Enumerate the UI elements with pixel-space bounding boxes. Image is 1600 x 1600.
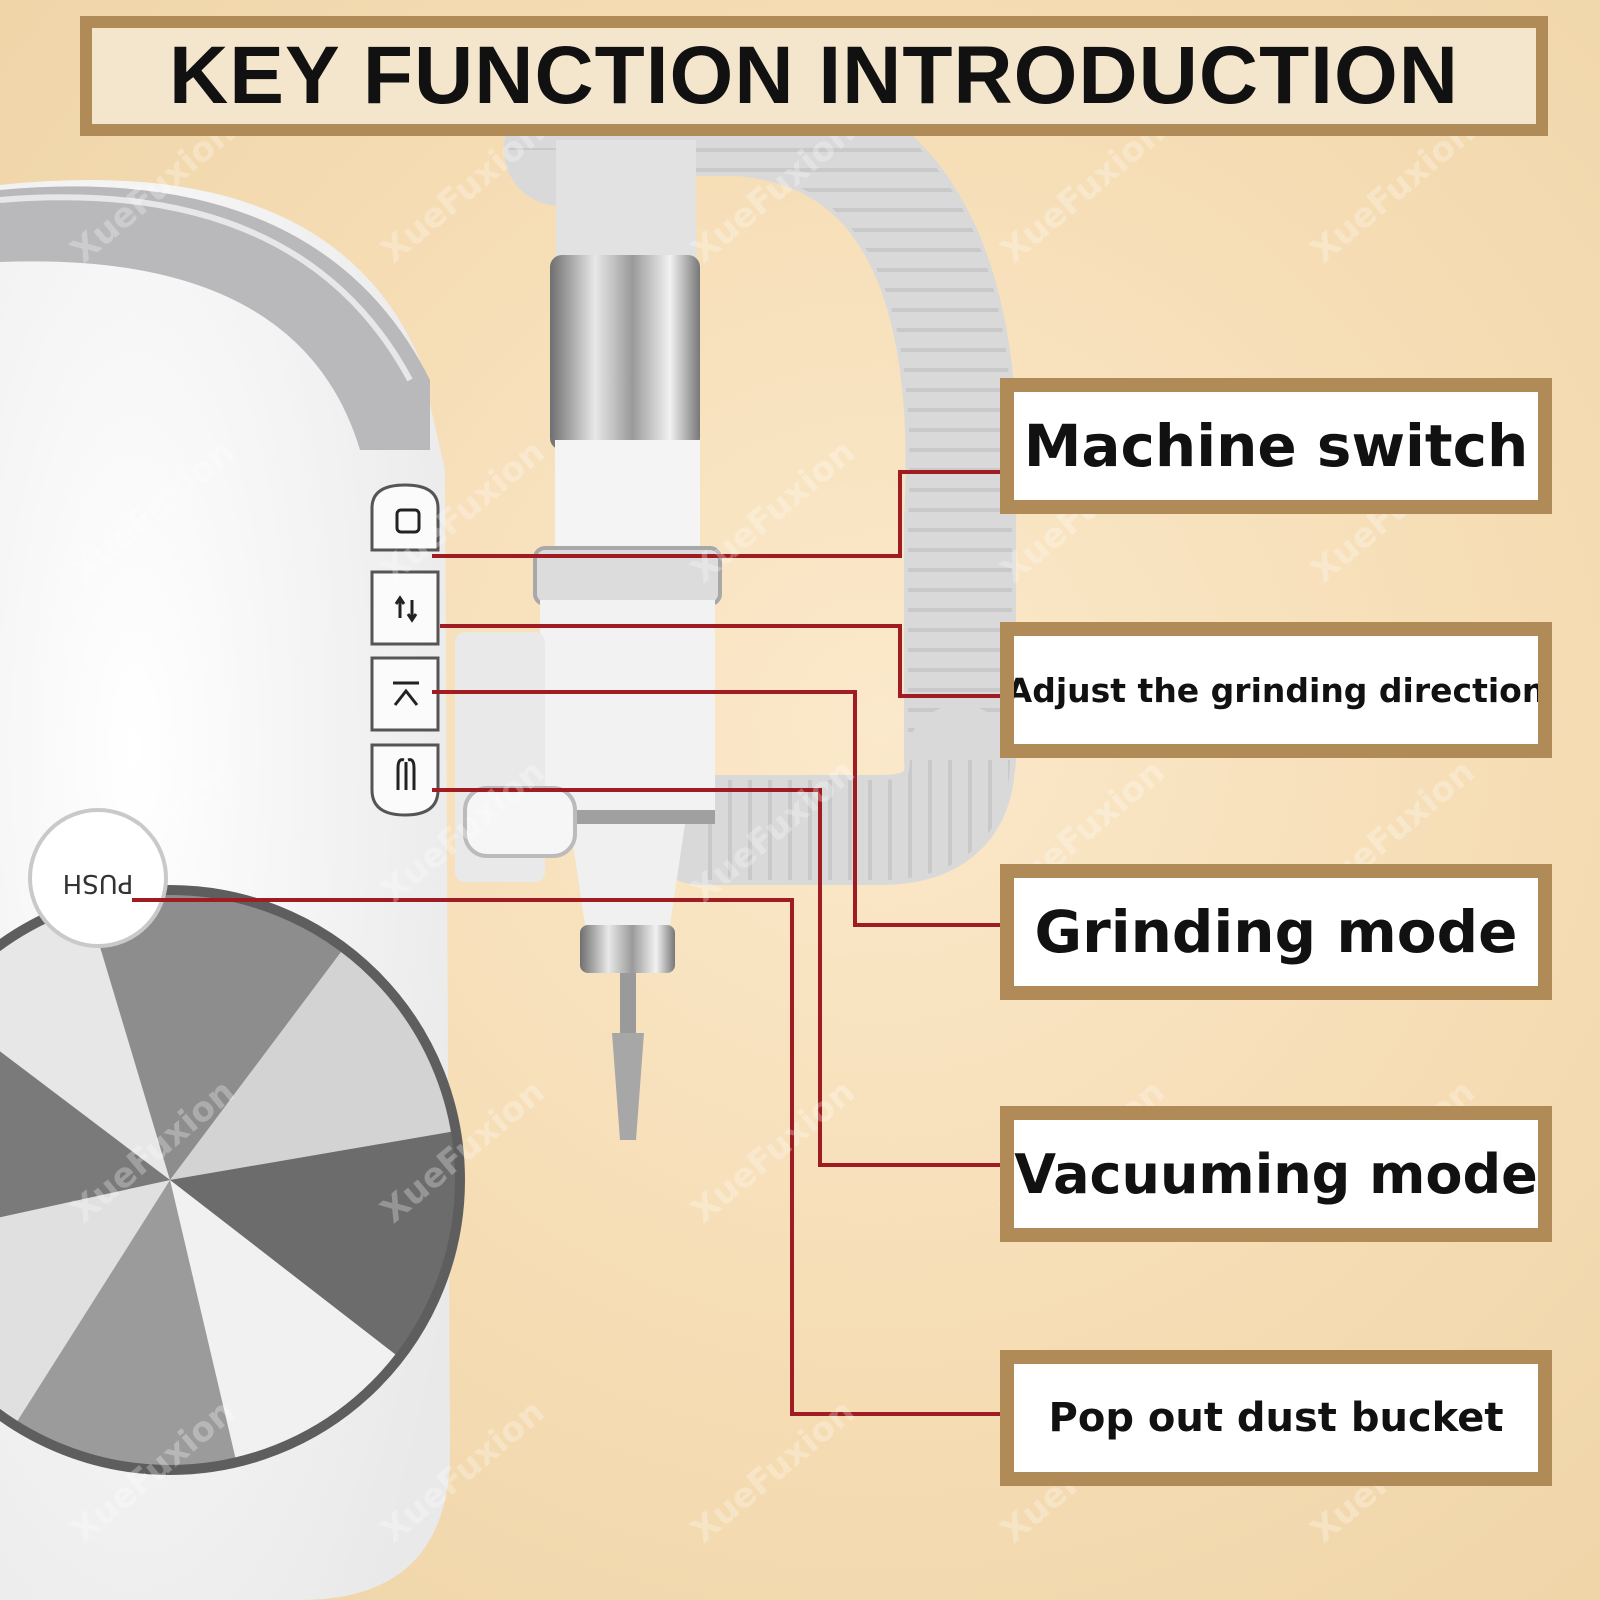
drill-handpiece bbox=[533, 440, 722, 1140]
leader-line-dust-bucket bbox=[132, 898, 1000, 1416]
push-label: PUSH bbox=[62, 868, 134, 898]
label-machine-switch: Machine switch bbox=[1000, 378, 1552, 514]
dust-bucket-disc bbox=[0, 885, 465, 1475]
leader-line-grinding-mode bbox=[432, 690, 1000, 927]
title-banner: KEY FUNCTION INTRODUCTION bbox=[80, 16, 1548, 136]
label-grinding-mode: Grinding mode bbox=[1000, 864, 1552, 1000]
power-square-icon bbox=[395, 508, 421, 534]
metal-coupling bbox=[550, 255, 700, 450]
grinding-mode-icon bbox=[393, 681, 419, 706]
leader-lines bbox=[132, 470, 1000, 1416]
direction-arrows-icon bbox=[394, 595, 418, 623]
leader-line-grinding-direction bbox=[440, 624, 1000, 698]
label-vacuuming-mode: Vacuuming mode bbox=[1000, 1106, 1552, 1242]
page-title: KEY FUNCTION INTRODUCTION bbox=[169, 30, 1459, 121]
leader-line-machine-switch bbox=[432, 470, 1000, 558]
push-button bbox=[28, 808, 168, 948]
label-dust-bucket: Pop out dust bucket bbox=[1000, 1350, 1552, 1486]
vacuum-mode-icon bbox=[396, 758, 416, 790]
panel-slot bbox=[463, 786, 577, 858]
leader-line-vacuuming-mode bbox=[432, 788, 1000, 1167]
label-grinding-direction: Adjust the grinding direction bbox=[1000, 622, 1552, 758]
